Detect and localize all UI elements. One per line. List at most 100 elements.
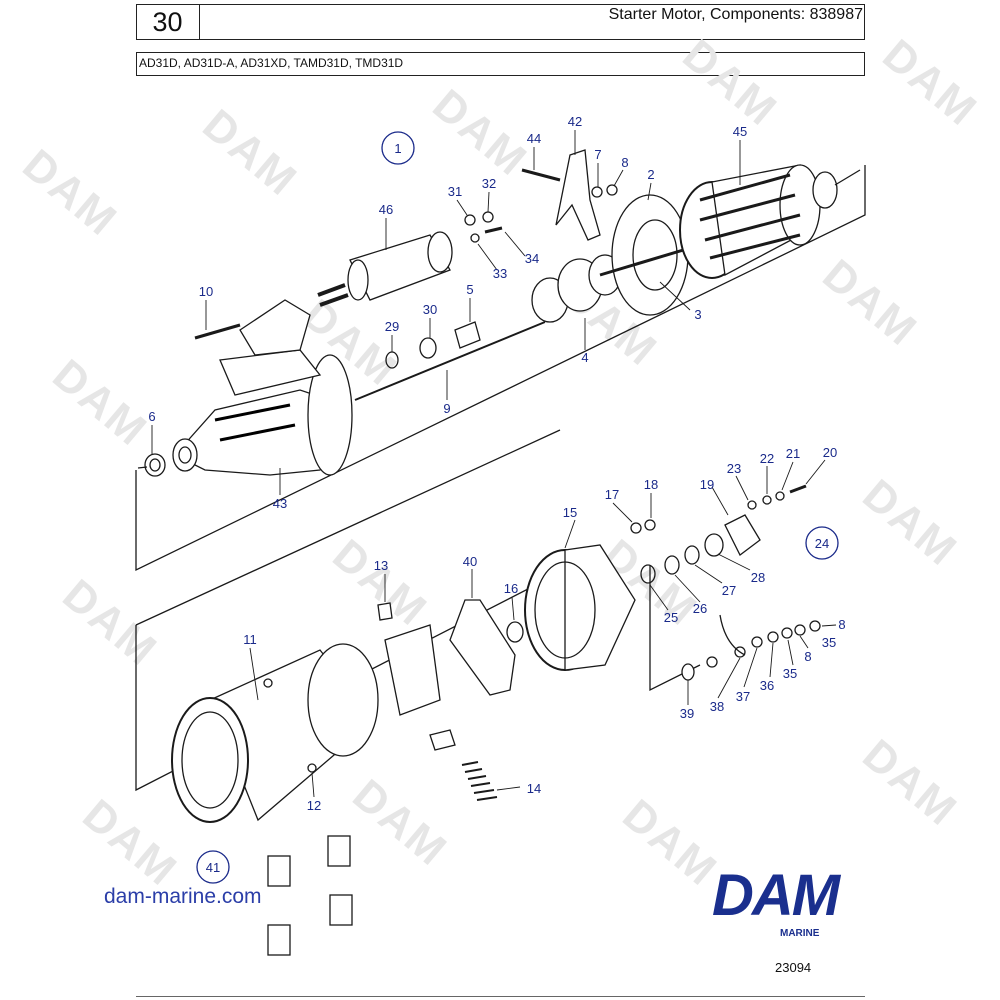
- callout-26: 26: [693, 601, 707, 616]
- washer-35a: [794, 624, 806, 636]
- bolt-10: [194, 323, 241, 340]
- lower-frame-top: [135, 429, 561, 626]
- callout-24: 24: [815, 536, 829, 551]
- brush-holder: [377, 602, 456, 751]
- reference-number: 23094: [775, 960, 812, 975]
- engine-models: AD31D, AD31D-A, AD31XD, TAMD31D, TMD31D: [139, 56, 404, 70]
- callout-40: 40: [463, 554, 477, 569]
- watermark: DAM: [674, 30, 787, 136]
- callout-25: 25: [664, 610, 678, 625]
- callout-8: 8: [621, 155, 628, 170]
- group-callout-circle-41: [196, 850, 230, 884]
- spring-27: [684, 545, 700, 565]
- ring-28: [704, 533, 724, 557]
- callout-39: 39: [680, 706, 694, 721]
- callout-19: 19: [700, 477, 714, 492]
- callout-11: 11: [243, 632, 257, 647]
- callout-20: 20: [823, 445, 837, 460]
- callout-31: 31: [448, 184, 462, 199]
- washer-31: [464, 214, 476, 226]
- callout-23: 23: [727, 461, 741, 476]
- watermark: DAM: [424, 80, 537, 186]
- brand-logo: DAM: [712, 863, 840, 928]
- spring-14: [461, 761, 498, 801]
- callout-7: 7: [594, 147, 601, 162]
- callout-30: 30: [423, 302, 437, 317]
- watermark: DAM: [874, 30, 987, 136]
- callout-18: 18: [644, 477, 658, 492]
- callout-9: 9: [443, 401, 450, 416]
- callout-38: 38: [710, 699, 724, 714]
- watermark: DAM: [194, 100, 307, 206]
- solenoid-46: [317, 231, 453, 307]
- bushing-6: [137, 453, 166, 477]
- washer-37: [734, 646, 746, 658]
- nut-8c: [781, 627, 793, 639]
- washer-33: [470, 233, 480, 243]
- drive-housing-43: [172, 299, 353, 476]
- armature-45: [679, 164, 861, 279]
- page-title: Starter Motor, Components: 838987: [608, 6, 863, 23]
- callout-1: 1: [394, 141, 401, 156]
- callout-16: 16: [504, 581, 518, 596]
- callout-17: 17: [605, 487, 619, 502]
- callout-28: 28: [751, 570, 765, 585]
- pin-44: [521, 168, 561, 182]
- nut-8b: [809, 620, 821, 632]
- callout-6: 6: [148, 409, 155, 424]
- callout-10: 10: [199, 284, 213, 299]
- bottom-rule: [136, 996, 865, 997]
- brush-plate-40: [449, 599, 516, 696]
- callout-45: 45: [733, 124, 747, 139]
- section-header-box: [136, 4, 865, 40]
- washer-18: [644, 519, 656, 531]
- watermark: DAM: [814, 250, 927, 356]
- end-cover-15: [524, 544, 636, 671]
- bushing-39: [681, 663, 695, 681]
- watermark: DAM: [614, 790, 727, 896]
- nut-8: [606, 184, 618, 196]
- callout-2: 2: [647, 167, 654, 182]
- washer-21: [775, 491, 785, 501]
- washer-17: [630, 522, 642, 534]
- callout-35a: 35: [822, 635, 836, 650]
- callout-27: 27: [722, 583, 736, 598]
- callout-4: 4: [581, 350, 588, 365]
- field-housing-11: [171, 643, 379, 823]
- washer-7: [591, 186, 603, 198]
- watermark: DAM: [854, 730, 967, 836]
- website-link[interactable]: dam-marine.com: [104, 885, 262, 908]
- group-callout-circle-1: [381, 131, 415, 165]
- ring-26: [664, 555, 680, 575]
- callout-8c: 8: [804, 649, 811, 664]
- callout-43: 43: [273, 496, 287, 511]
- callout-12: 12: [307, 798, 321, 813]
- washer-23: [747, 500, 757, 510]
- screw-34: [484, 226, 503, 234]
- through-bolt-9: [354, 321, 546, 401]
- watermark: DAM: [74, 790, 187, 896]
- callout-29: 29: [385, 319, 399, 334]
- callout-labels: 1 24 41 44 42 7 8 2 45 31 32 46 34 33 10…: [148, 114, 845, 875]
- callout-32: 32: [482, 176, 496, 191]
- callout-46: 46: [379, 202, 393, 217]
- callout-21: 21: [786, 446, 800, 461]
- watermark: DAM: [44, 350, 157, 456]
- section-number: 30: [152, 7, 183, 37]
- callout-35b: 35: [783, 666, 797, 681]
- wire: [719, 614, 746, 656]
- callout-8b: 8: [838, 617, 845, 632]
- watermark: DAM: [14, 140, 127, 246]
- watermark: DAM: [294, 290, 407, 396]
- watermark: DAM: [854, 470, 967, 576]
- callout-22: 22: [760, 451, 774, 466]
- screw-20: [789, 484, 807, 494]
- callout-33: 33: [493, 266, 507, 281]
- washer-38: [706, 656, 718, 668]
- brush-set-41: [267, 835, 353, 956]
- callout-5: 5: [466, 282, 473, 297]
- ring-25: [640, 564, 656, 584]
- upper-frame-line: [135, 165, 866, 572]
- models-box: [136, 52, 865, 76]
